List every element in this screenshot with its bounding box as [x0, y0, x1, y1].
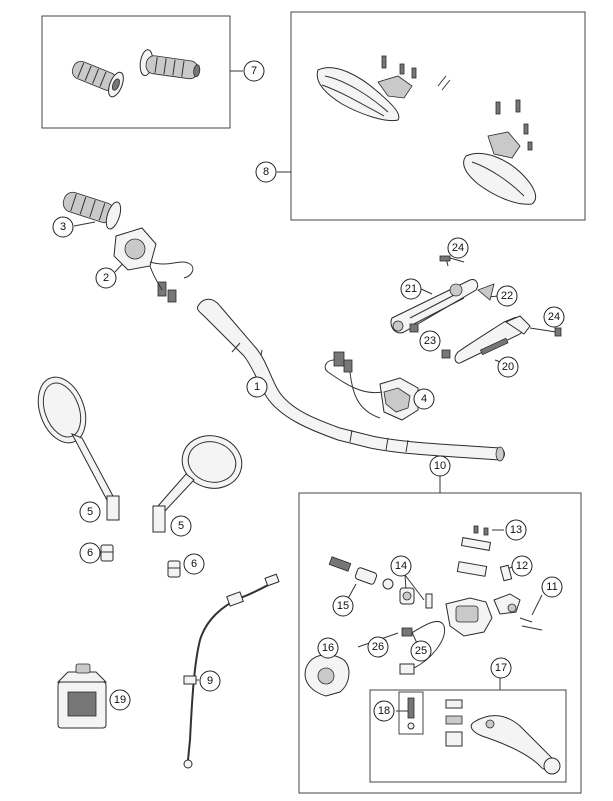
left-mirror-part	[37, 376, 120, 521]
callout-24-top: 24	[447, 237, 469, 259]
callout-23: 23	[419, 330, 441, 352]
callout-19: 19	[109, 689, 131, 711]
callout-6-right: 6	[183, 553, 205, 575]
callout-20: 20	[497, 356, 519, 378]
callout-5-right: 5	[170, 515, 192, 537]
svg-text:5: 5	[87, 506, 93, 518]
svg-text:24: 24	[452, 242, 464, 254]
callout-11: 11	[541, 576, 563, 598]
callout-18: 18	[373, 700, 395, 722]
right-switch-part	[324, 351, 419, 421]
svg-text:21: 21	[405, 283, 417, 295]
svg-text:18: 18	[378, 705, 390, 717]
svg-text:11: 11	[546, 581, 557, 593]
fluid-bottle-part	[56, 663, 108, 729]
master-cylinder-part	[328, 525, 543, 675]
svg-text:6: 6	[191, 558, 197, 570]
callout-2: 2	[95, 267, 117, 289]
svg-text:3: 3	[60, 221, 66, 233]
svg-text:24: 24	[548, 311, 560, 323]
svg-text:4: 4	[421, 393, 427, 405]
callout-9: 9	[199, 670, 221, 692]
callout-12: 12	[511, 555, 533, 577]
svg-text:22: 22	[501, 290, 513, 302]
callout-3: 3	[52, 216, 74, 238]
frame-clutch-lever	[369, 689, 567, 783]
clamp-part	[304, 654, 350, 697]
svg-text:20: 20	[502, 361, 514, 373]
left-switch-part	[113, 227, 194, 303]
callout-5-left: 5	[79, 501, 101, 523]
frame-grips-kit	[41, 15, 231, 129]
svg-text:1: 1	[254, 381, 260, 393]
callout-16: 16	[317, 637, 339, 659]
callout-10: 10	[429, 455, 451, 477]
svg-text:13: 13	[510, 524, 522, 536]
callout-8: 8	[255, 161, 277, 183]
callout-26: 26	[367, 636, 389, 658]
svg-text:17: 17	[495, 662, 507, 674]
svg-text:12: 12	[516, 560, 528, 572]
callout-6-left: 6	[79, 542, 101, 564]
svg-text:19: 19	[114, 694, 126, 706]
svg-text:6: 6	[87, 547, 93, 559]
right-mirror-part	[152, 435, 243, 533]
handguard-kit-part	[316, 55, 537, 205]
svg-text:5: 5	[178, 520, 184, 532]
svg-text:9: 9	[207, 675, 213, 687]
svg-text:16: 16	[322, 642, 334, 654]
svg-text:8: 8	[263, 166, 269, 178]
callout-25: 25	[410, 640, 432, 662]
callout-13: 13	[505, 519, 527, 541]
callout-21: 21	[400, 278, 422, 300]
svg-text:15: 15	[337, 600, 349, 612]
grip-kit-part	[71, 49, 201, 98]
mirror-nut-part	[100, 544, 181, 578]
svg-text:7: 7	[251, 65, 257, 77]
callout-7: 7	[243, 60, 265, 82]
clutch-lever-part	[398, 691, 561, 775]
frame-handguards-kit	[290, 11, 586, 221]
callout-15: 15	[332, 595, 354, 617]
svg-text:14: 14	[395, 560, 407, 572]
svg-text:10: 10	[434, 460, 446, 472]
callout-1: 1	[246, 376, 268, 398]
svg-text:25: 25	[415, 645, 427, 657]
callout-22: 22	[496, 285, 518, 307]
throttle-grip-part	[62, 191, 122, 230]
svg-text:2: 2	[103, 272, 109, 284]
svg-text:26: 26	[372, 641, 384, 653]
callout-17: 17	[490, 657, 512, 679]
clutch-cable-part	[183, 573, 280, 769]
svg-text:23: 23	[424, 335, 436, 347]
brake-lever-part	[390, 255, 562, 364]
callout-4: 4	[413, 388, 435, 410]
callout-24-right: 24	[543, 306, 565, 328]
callout-14: 14	[390, 555, 412, 577]
